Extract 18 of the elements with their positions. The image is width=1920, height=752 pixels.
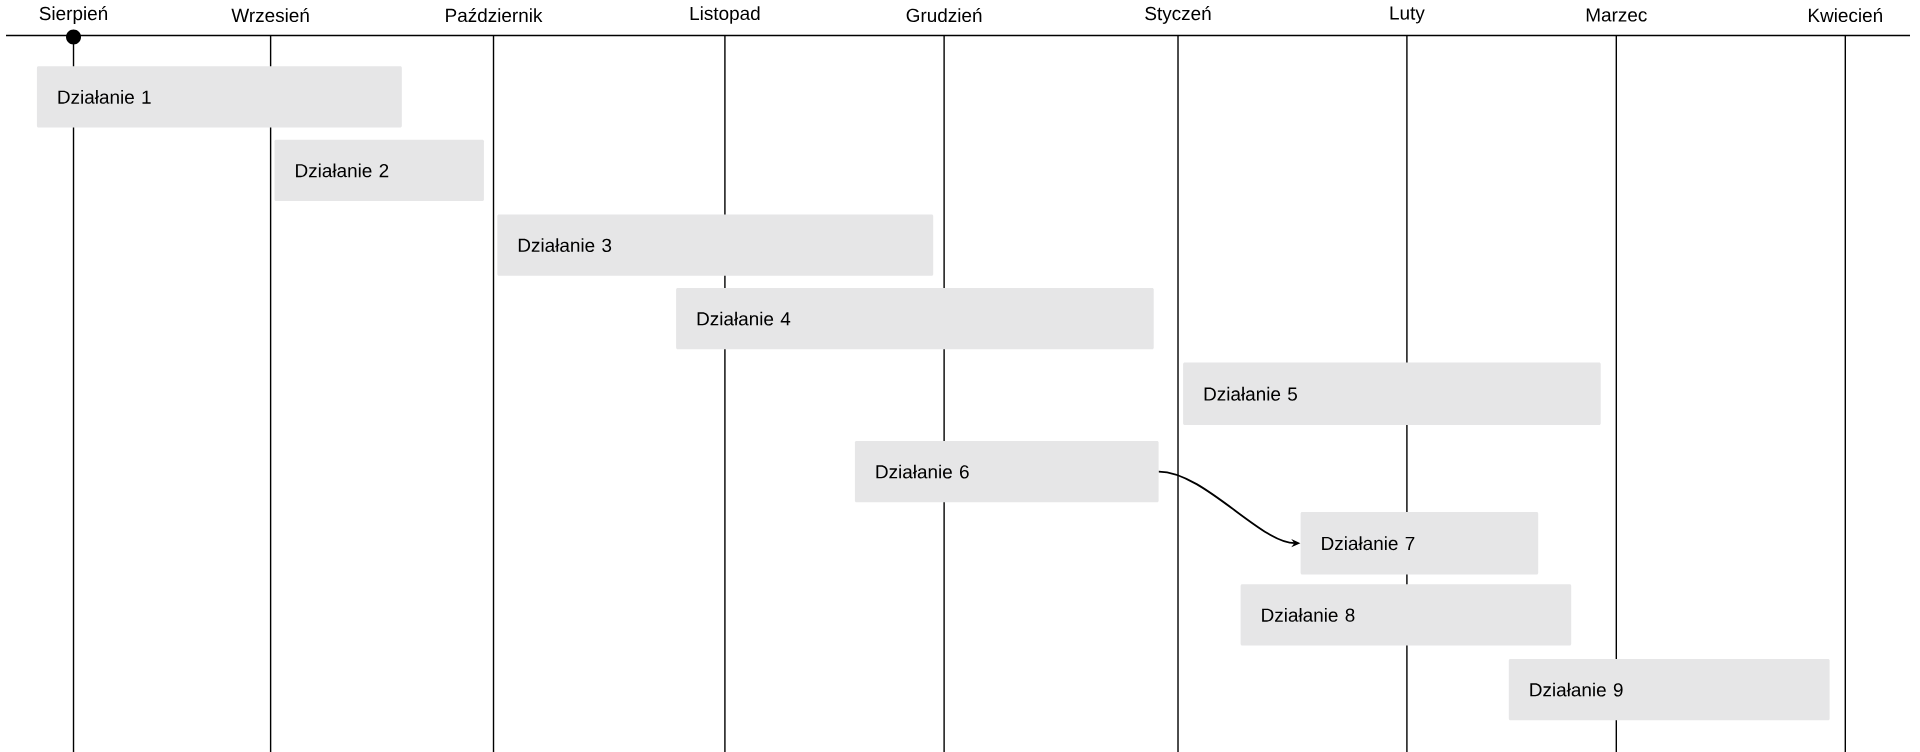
month-label: Sierpień [39, 6, 108, 24]
month-label: Luty [1390, 6, 1425, 24]
activity-bar: Działanie 2 [274, 139, 484, 201]
month-label: Wrzesień [231, 7, 309, 23]
month-label: Listopad [690, 6, 760, 24]
month-label: Październik [446, 7, 543, 23]
activity-bar: Działanie 1 [36, 66, 402, 128]
month-label: Grudzień [906, 7, 982, 23]
activity-bar: Działanie 9 [1508, 659, 1830, 721]
activity-bar: Działanie 8 [1240, 584, 1572, 646]
activity-bar: Działanie 7 [1300, 512, 1539, 575]
activity-bar: Działanie 4 [676, 288, 1154, 350]
month-label: Styczeń [1145, 6, 1211, 24]
month-label: Marzec [1586, 8, 1647, 22]
activity-bar: Działanie 5 [1183, 362, 1601, 425]
activity-bar: Działanie 3 [497, 214, 934, 276]
month-label: Kwiecień [1809, 7, 1882, 23]
activity-bar: Działanie 6 [854, 441, 1159, 503]
